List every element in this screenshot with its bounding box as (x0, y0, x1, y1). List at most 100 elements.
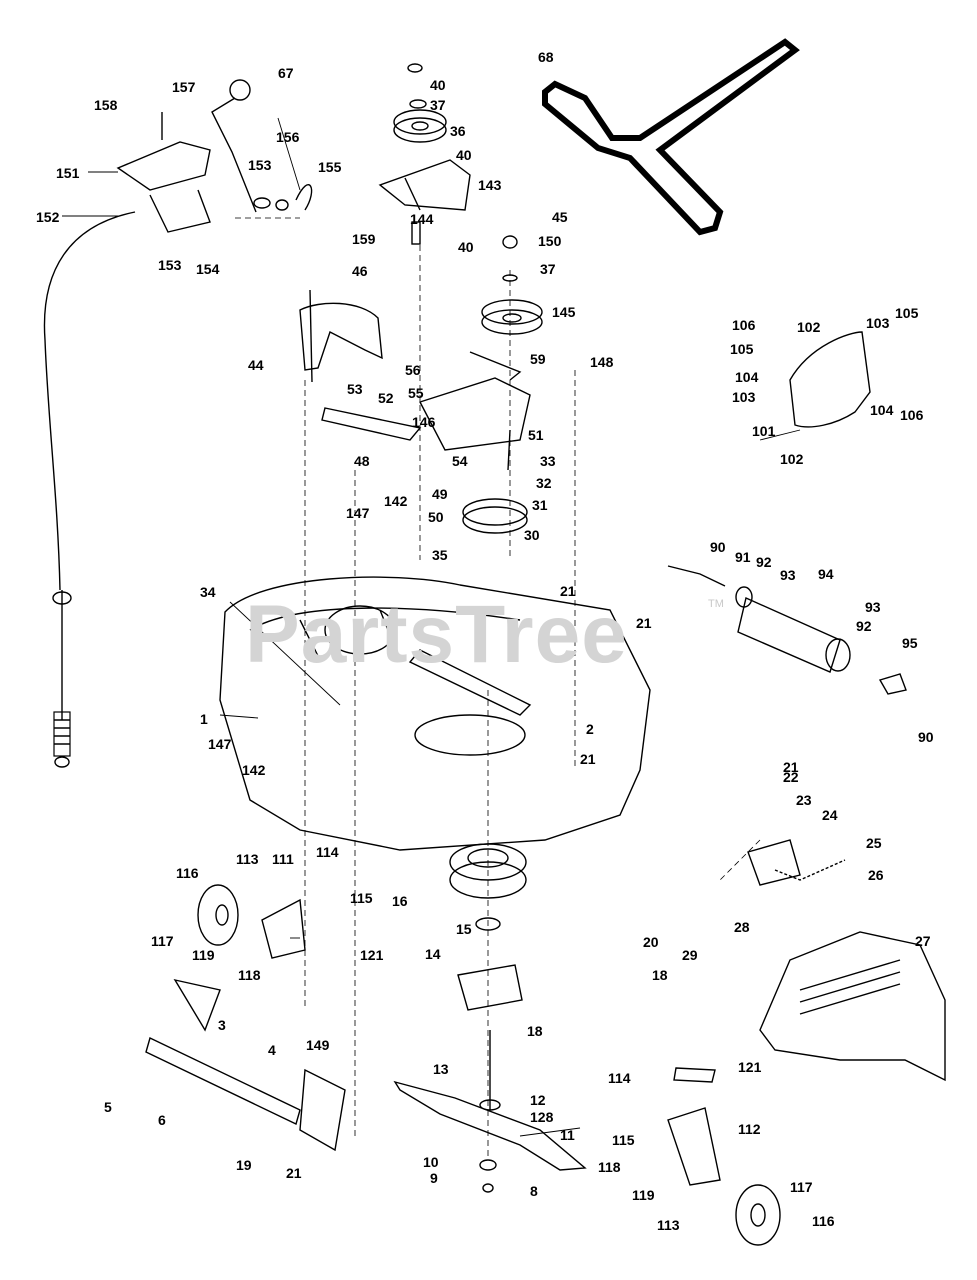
callout-19: 19 (236, 1157, 252, 1173)
callout-148: 148 (590, 354, 614, 370)
callout-21: 21 (783, 759, 799, 775)
watermark-trademark: TM (708, 598, 724, 610)
callout-121: 121 (738, 1059, 762, 1075)
callout-112: 112 (738, 1121, 761, 1137)
callout-50: 50 (428, 509, 444, 525)
callout-16: 16 (392, 893, 408, 909)
callout-30: 30 (524, 527, 540, 543)
callout-68: 68 (538, 49, 554, 65)
callout-21: 21 (636, 615, 652, 631)
callout-153: 153 (248, 157, 272, 173)
callout-157: 157 (172, 79, 196, 95)
callout-21: 21 (560, 583, 576, 599)
callout-142: 142 (242, 762, 266, 778)
callout-48: 48 (354, 453, 370, 469)
callout-95: 95 (902, 635, 918, 651)
callout-55: 55 (408, 385, 424, 401)
callout-147: 147 (346, 505, 370, 521)
callout-106: 106 (732, 317, 756, 333)
callout-118: 118 (598, 1159, 621, 1175)
callout-3: 3 (218, 1017, 226, 1033)
callout-37: 37 (430, 97, 446, 113)
callout-35: 35 (432, 547, 448, 563)
callout-93: 93 (780, 567, 796, 583)
callout-92: 92 (856, 618, 872, 634)
callout-113: 113 (236, 851, 259, 867)
callout-111: 111 (272, 851, 294, 867)
callout-115: 115 (612, 1132, 635, 1148)
callout-leaders (62, 117, 801, 1137)
callout-159: 159 (352, 231, 376, 247)
gauge-wheel-right-icon (667, 1067, 781, 1246)
callout-115: 115 (350, 890, 373, 906)
callout-113: 113 (657, 1217, 680, 1233)
callout-103: 103 (866, 315, 890, 331)
callout-8: 8 (530, 1183, 538, 1199)
callout-29: 29 (682, 947, 698, 963)
callout-143: 143 (478, 177, 502, 193)
callout-105: 105 (730, 341, 754, 357)
callout-121: 121 (360, 947, 384, 963)
callout-102: 102 (780, 451, 804, 467)
callout-114: 114 (608, 1070, 631, 1086)
callout-147: 147 (208, 736, 232, 752)
anti-scalp-roller-icon (667, 565, 907, 695)
callout-27: 27 (915, 933, 931, 949)
callout-142: 142 (384, 493, 408, 509)
belt-guide-icon (299, 289, 383, 383)
deck-hanger-bar-icon (145, 978, 346, 1152)
callout-5: 5 (104, 1099, 112, 1115)
callout-149: 149 (306, 1037, 330, 1053)
callout-13: 13 (433, 1061, 449, 1077)
drive-belt-icon (542, 38, 800, 236)
spring-bracket-icon (747, 839, 846, 886)
callout-118: 118 (238, 967, 261, 983)
callout-49: 49 (432, 486, 448, 502)
callout-2: 2 (586, 721, 594, 737)
callout-144: 144 (410, 211, 434, 227)
callout-44: 44 (248, 357, 264, 373)
callout-104: 104 (870, 402, 894, 418)
callout-1: 1 (200, 711, 208, 727)
callout-150: 150 (538, 233, 562, 249)
idler-arm-icon (321, 351, 531, 534)
idler-pulley-icon (378, 63, 471, 245)
callout-18: 18 (527, 1023, 543, 1039)
callout-151: 151 (56, 165, 80, 181)
callout-52: 52 (378, 390, 394, 406)
callout-34: 34 (200, 584, 216, 600)
callout-20: 20 (643, 934, 659, 950)
callout-24: 24 (822, 807, 838, 823)
exploded-leader-lines (235, 217, 761, 1160)
callout-21: 21 (286, 1165, 302, 1181)
callout-15: 15 (456, 921, 472, 937)
callout-40: 40 (458, 239, 474, 255)
callout-18: 18 (652, 967, 668, 983)
callout-154: 154 (196, 261, 220, 277)
callout-10: 10 (423, 1154, 439, 1170)
callout-92: 92 (756, 554, 772, 570)
callout-119: 119 (192, 947, 215, 963)
deflector-shield-icon (789, 331, 871, 428)
callout-90: 90 (918, 729, 934, 745)
callout-45: 45 (552, 209, 568, 225)
callout-103: 103 (732, 389, 756, 405)
discharge-chute-icon (759, 931, 946, 1082)
callout-12: 12 (530, 1092, 546, 1108)
callout-90: 90 (710, 539, 726, 555)
callout-40: 40 (456, 147, 472, 163)
callout-59: 59 (530, 351, 546, 367)
callout-119: 119 (632, 1187, 655, 1203)
callout-155: 155 (318, 159, 342, 175)
callout-46: 46 (352, 263, 368, 279)
callout-116: 116 (176, 865, 199, 881)
mower-deck-housing-icon (219, 576, 651, 851)
callout-21: 21 (580, 751, 596, 767)
callout-102: 102 (797, 319, 821, 335)
callout-56: 56 (405, 362, 421, 378)
callout-51: 51 (528, 427, 544, 443)
callout-22: 22 (783, 769, 799, 785)
callout-32: 32 (536, 475, 552, 491)
callout-156: 156 (276, 129, 300, 145)
